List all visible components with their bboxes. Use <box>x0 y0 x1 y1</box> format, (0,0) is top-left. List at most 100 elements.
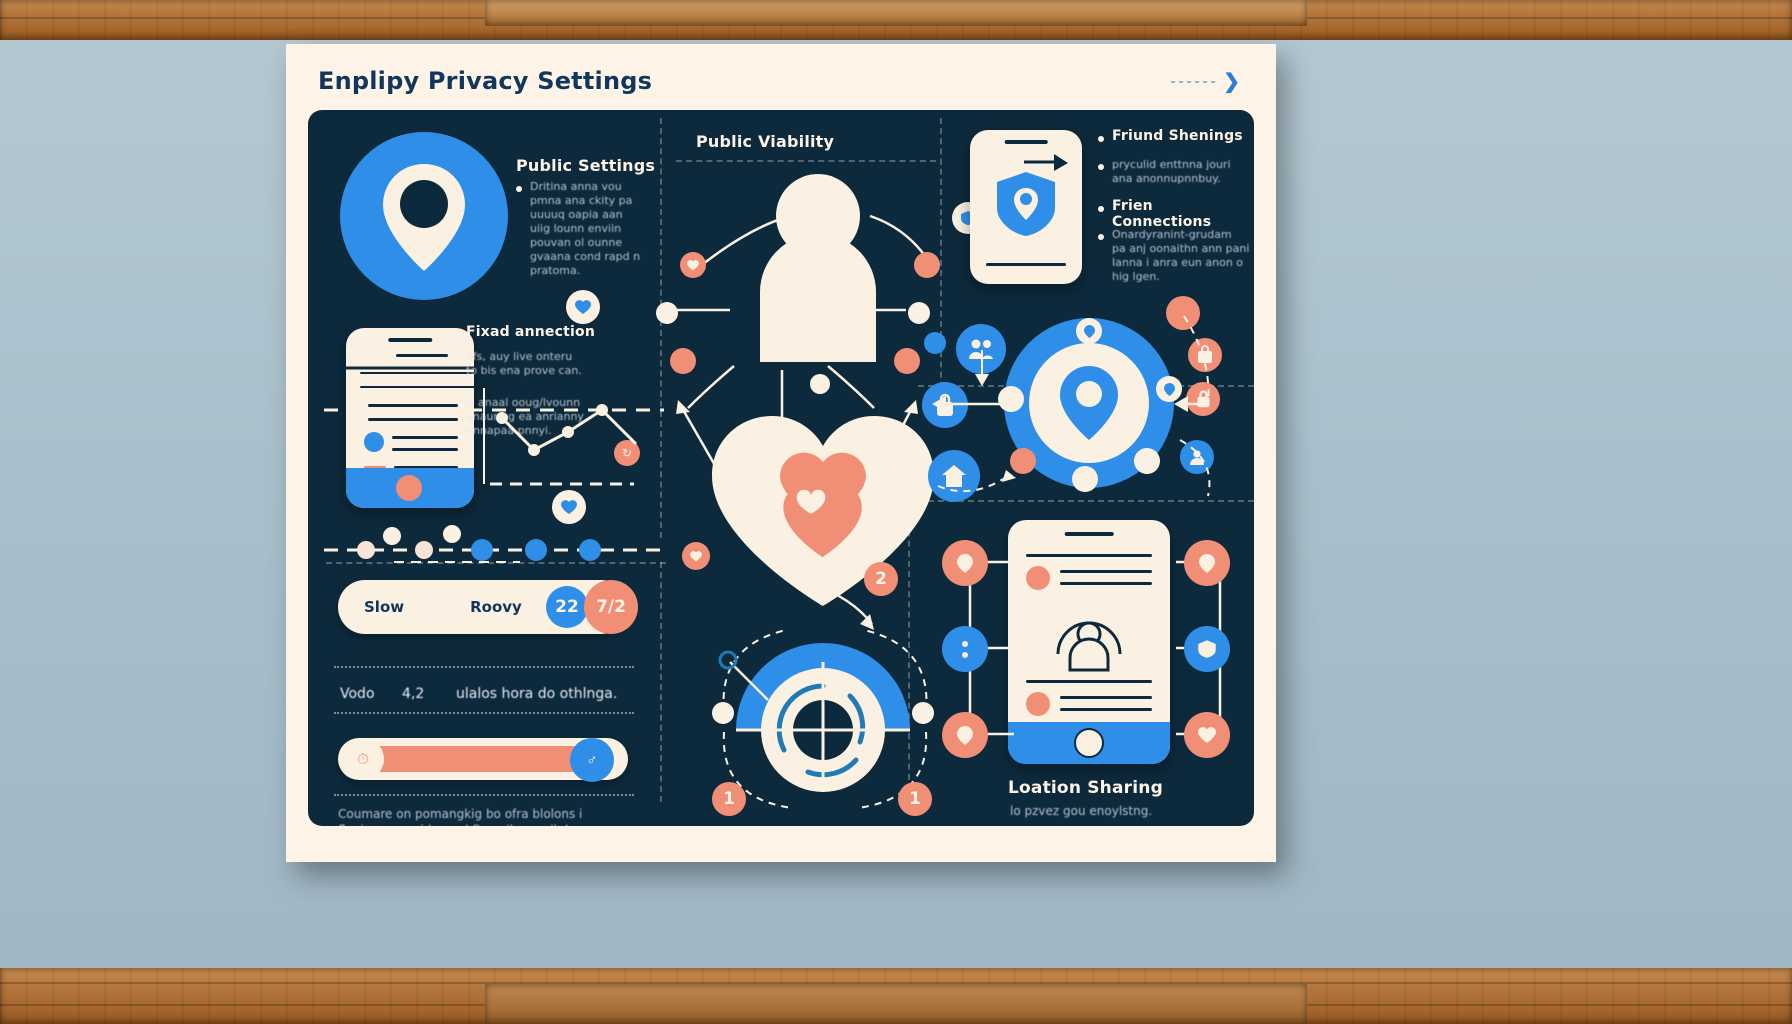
progress-node-strip <box>324 525 660 563</box>
friend-connection-body-1: efs, auy live onteru to bis ena prove ca… <box>466 350 582 377</box>
divider-center-right <box>940 118 942 408</box>
heart-icon <box>687 259 699 270</box>
divider-right-horizontal <box>908 500 1254 502</box>
bullet-friend-sharing-body <box>1098 164 1104 170</box>
hub-right-chip-lock[interactable] <box>1186 382 1220 416</box>
slider-trailing-value: 7/2 <box>584 580 638 634</box>
card-node-shield[interactable] <box>1184 626 1230 672</box>
privacy-toggle-track <box>368 746 598 772</box>
left-footer-note: Coumare on pomangkig bo ofra blolons i f… <box>338 807 598 826</box>
friend-connection-heading: Fixad annection <box>466 324 595 340</box>
page-title: Enplipy Privacy Settings <box>318 67 653 95</box>
heart-down-arrow <box>811 582 874 630</box>
refresh-chip: ↻ <box>614 440 640 466</box>
bullet-friend-connections <box>1098 206 1104 212</box>
divider-center-right-lower <box>908 500 910 800</box>
heart-small-icon <box>796 489 826 514</box>
card-node-heart[interactable] <box>1184 712 1230 758</box>
hub-home-button[interactable] <box>928 450 980 502</box>
toggle-label-left: Vodo <box>340 686 375 702</box>
privacy-toggle-handle-left[interactable]: ⏱ <box>342 738 384 780</box>
friend-connections-body: Onardyranint-grudam pa anj oonaithn ann … <box>1112 228 1250 283</box>
bullet-friend-connections-body <box>1098 234 1104 240</box>
phone-settings-icon <box>346 328 474 508</box>
card-node-pin-top-right[interactable] <box>1184 540 1230 586</box>
node-count-1-right[interactable]: 1 <box>898 782 932 816</box>
node-strip <box>324 408 664 412</box>
dial-node-right[interactable] <box>912 702 934 724</box>
hub-connectors <box>932 315 1211 497</box>
footer-divider <box>334 794 634 796</box>
node-heart-dial-left[interactable] <box>682 542 710 570</box>
shield-icon <box>997 172 1055 236</box>
bullet-friend-sharing <box>1098 136 1104 142</box>
hub-sat-bottom[interactable] <box>1072 466 1098 492</box>
public-viability-heading: Public Viability <box>696 132 835 151</box>
person-connectors <box>658 214 930 418</box>
center-heading-underline <box>676 160 936 162</box>
infographic-board: Public Settings Dritina anna vou pmna an… <box>308 110 1254 826</box>
poster: Enplipy Privacy Settings ❯ <box>286 44 1276 862</box>
slider-knob[interactable]: 22 <box>546 586 588 628</box>
node-count-2[interactable]: 2 <box>864 562 898 596</box>
location-pin-icon <box>383 164 465 271</box>
dotted-line-icon <box>1171 81 1218 83</box>
wood-plank-bottom-center <box>485 984 1307 1024</box>
node-count-1-left[interactable]: 1 <box>712 782 746 816</box>
pin-icon <box>1199 553 1215 573</box>
node-heart-left[interactable] <box>680 252 706 278</box>
location-pin-badge <box>340 132 508 300</box>
card-node-pin-top-left[interactable] <box>942 540 988 586</box>
shield-location-phone-icon <box>970 130 1082 284</box>
node-right-mid[interactable] <box>908 302 930 324</box>
card-node-pin-bottom-left[interactable] <box>942 712 988 758</box>
hub-node-small[interactable] <box>924 332 946 354</box>
friend-connections-heading: Frien Connections <box>1112 198 1212 230</box>
pin-icon <box>957 725 973 745</box>
public-settings-heading: Public Settings <box>516 156 656 175</box>
arrow-right-icon <box>338 361 527 375</box>
hub-right-chip-top[interactable] <box>1166 296 1200 330</box>
person-avatar-icon <box>760 174 876 362</box>
dial-node-left[interactable] <box>712 702 734 724</box>
heart-icon <box>1198 726 1216 743</box>
slider-label-ready: Roovy <box>470 598 522 616</box>
toggle-label-mid: 4,2 <box>402 686 425 702</box>
divider-left-center <box>660 118 662 538</box>
hub-right-chip-user[interactable] <box>1180 440 1214 474</box>
bullet-public-settings <box>516 186 522 192</box>
cursor-arrow-icon <box>1024 154 1068 171</box>
hub-sat-right[interactable] <box>1156 376 1182 402</box>
node-badge-right-upper[interactable] <box>914 252 940 278</box>
heart-arrows <box>676 400 918 489</box>
node-left-mid[interactable] <box>656 302 678 324</box>
heart-chip-lower <box>552 490 586 524</box>
toggle-row-divider-top <box>334 666 634 668</box>
header-right-controls: ❯ <box>1171 72 1240 92</box>
user-profile-card-icon <box>1008 520 1170 764</box>
heart-chip-upper <box>566 290 600 324</box>
hub-sat-bottom-right[interactable] <box>1134 448 1160 474</box>
privacy-toggle-handle-right[interactable]: ♂ <box>570 738 614 782</box>
poster-header: Enplipy Privacy Settings ❯ <box>286 44 1276 118</box>
chevron-right-icon[interactable]: ❯ <box>1223 71 1240 93</box>
heart-icon <box>561 499 577 514</box>
location-sharing-subtext: lo pzvez gou enoylstng. <box>1010 804 1153 818</box>
location-sharing-heading: Loation Sharing <box>1008 778 1163 798</box>
slider-label-slow: Slow <box>364 598 405 616</box>
home-icon <box>942 465 966 487</box>
node-mid-right-lower[interactable] <box>894 348 920 374</box>
heart-icon <box>690 550 702 561</box>
hub-sat-top[interactable] <box>1076 318 1102 344</box>
heart-icon <box>575 299 591 314</box>
friend-sharing-body: pryculid enttnna jouri ana anonnupnnbuy. <box>1112 158 1231 185</box>
node-center-bottom[interactable] <box>810 374 830 394</box>
wood-plank-top-center <box>485 0 1307 26</box>
card-node-more[interactable] <box>942 626 988 672</box>
divider-left-vertical-lower <box>660 562 662 802</box>
hub-sat-bottom-left[interactable] <box>1010 448 1036 474</box>
hub-sat-left[interactable] <box>998 386 1024 412</box>
location-pin-icon <box>1060 366 1118 440</box>
node-mid-left-lower[interactable] <box>670 348 696 374</box>
